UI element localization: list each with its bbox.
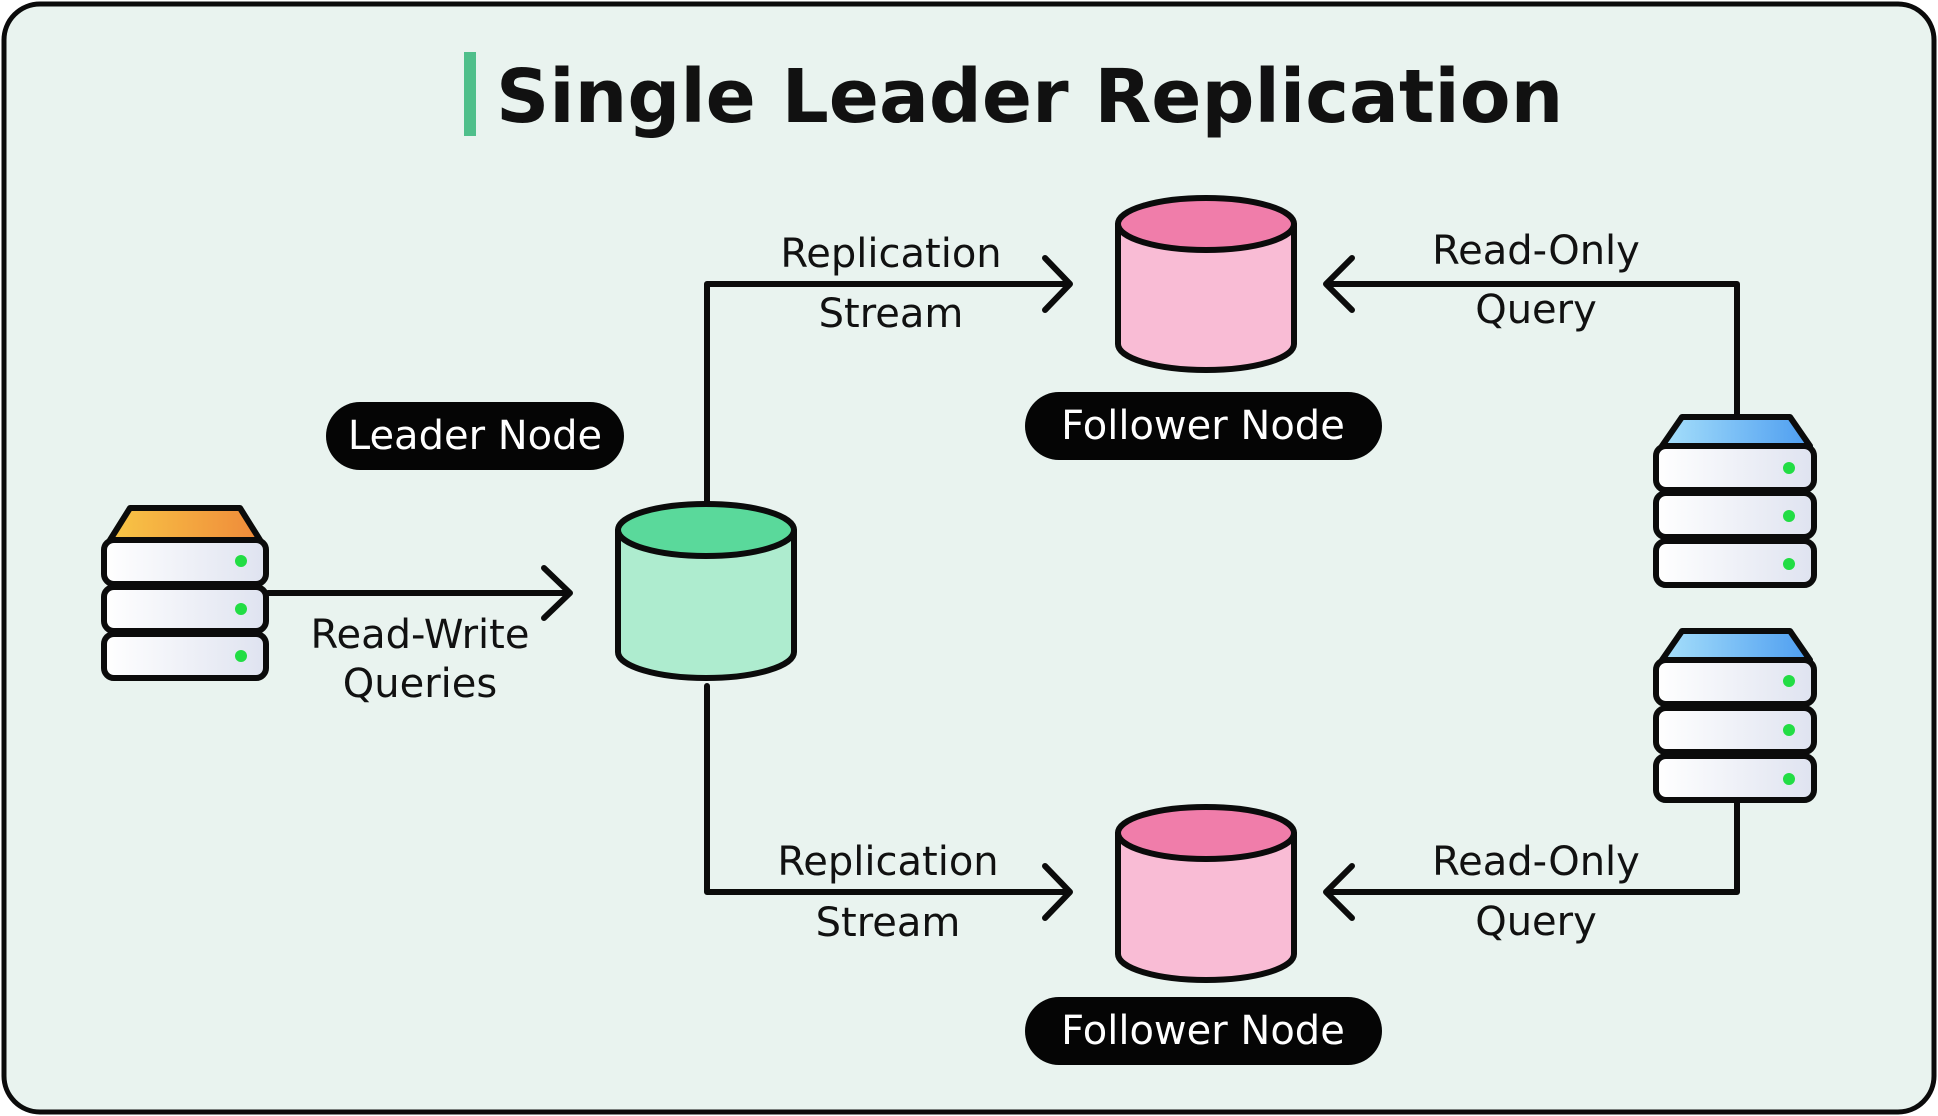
client-server-icon xyxy=(101,505,269,681)
read-only-top-label-line2: Query xyxy=(1475,287,1597,333)
replication-bottom-label-line1: Replication xyxy=(777,839,998,885)
leader-node-label: Leader Node xyxy=(348,413,602,459)
read-only-bottom-label-line1: Read-Only xyxy=(1432,839,1640,885)
read-only-top-arrow xyxy=(1323,255,1740,417)
follower-node-top-label: Follower Node xyxy=(1061,403,1345,449)
page-title: Single Leader Replication xyxy=(496,54,1563,140)
read-only-top-label-line1: Read-Only xyxy=(1432,228,1640,274)
leader-node-pill: Leader Node xyxy=(326,402,624,470)
read-client-bottom-server-icon xyxy=(1653,628,1817,803)
replication-top-label-line2: Stream xyxy=(819,291,964,337)
follower-top-database-icon xyxy=(1115,195,1297,373)
leader-database-icon xyxy=(615,501,797,681)
replication-top-label-line1: Replication xyxy=(780,231,1001,277)
read-client-top-server-icon xyxy=(1653,414,1817,588)
read-only-bottom-label-line2: Query xyxy=(1475,899,1597,945)
follower-bottom-database-icon xyxy=(1115,804,1297,983)
replication-bottom-arrow xyxy=(704,683,1073,921)
read-write-label-line2: Queries xyxy=(343,661,497,707)
replication-bottom-label-line2: Stream xyxy=(816,900,961,946)
follower-node-bottom-label: Follower Node xyxy=(1061,1008,1345,1054)
follower-node-top-pill: Follower Node xyxy=(1025,392,1382,460)
title-accent-bar xyxy=(464,52,476,136)
replication-top-arrow xyxy=(704,255,1073,505)
follower-node-bottom-pill: Follower Node xyxy=(1025,997,1382,1065)
read-only-bottom-arrow xyxy=(1323,797,1740,921)
read-write-arrow xyxy=(265,565,573,621)
connectors xyxy=(265,255,1740,921)
read-write-label-line1: Read-Write xyxy=(311,612,530,658)
